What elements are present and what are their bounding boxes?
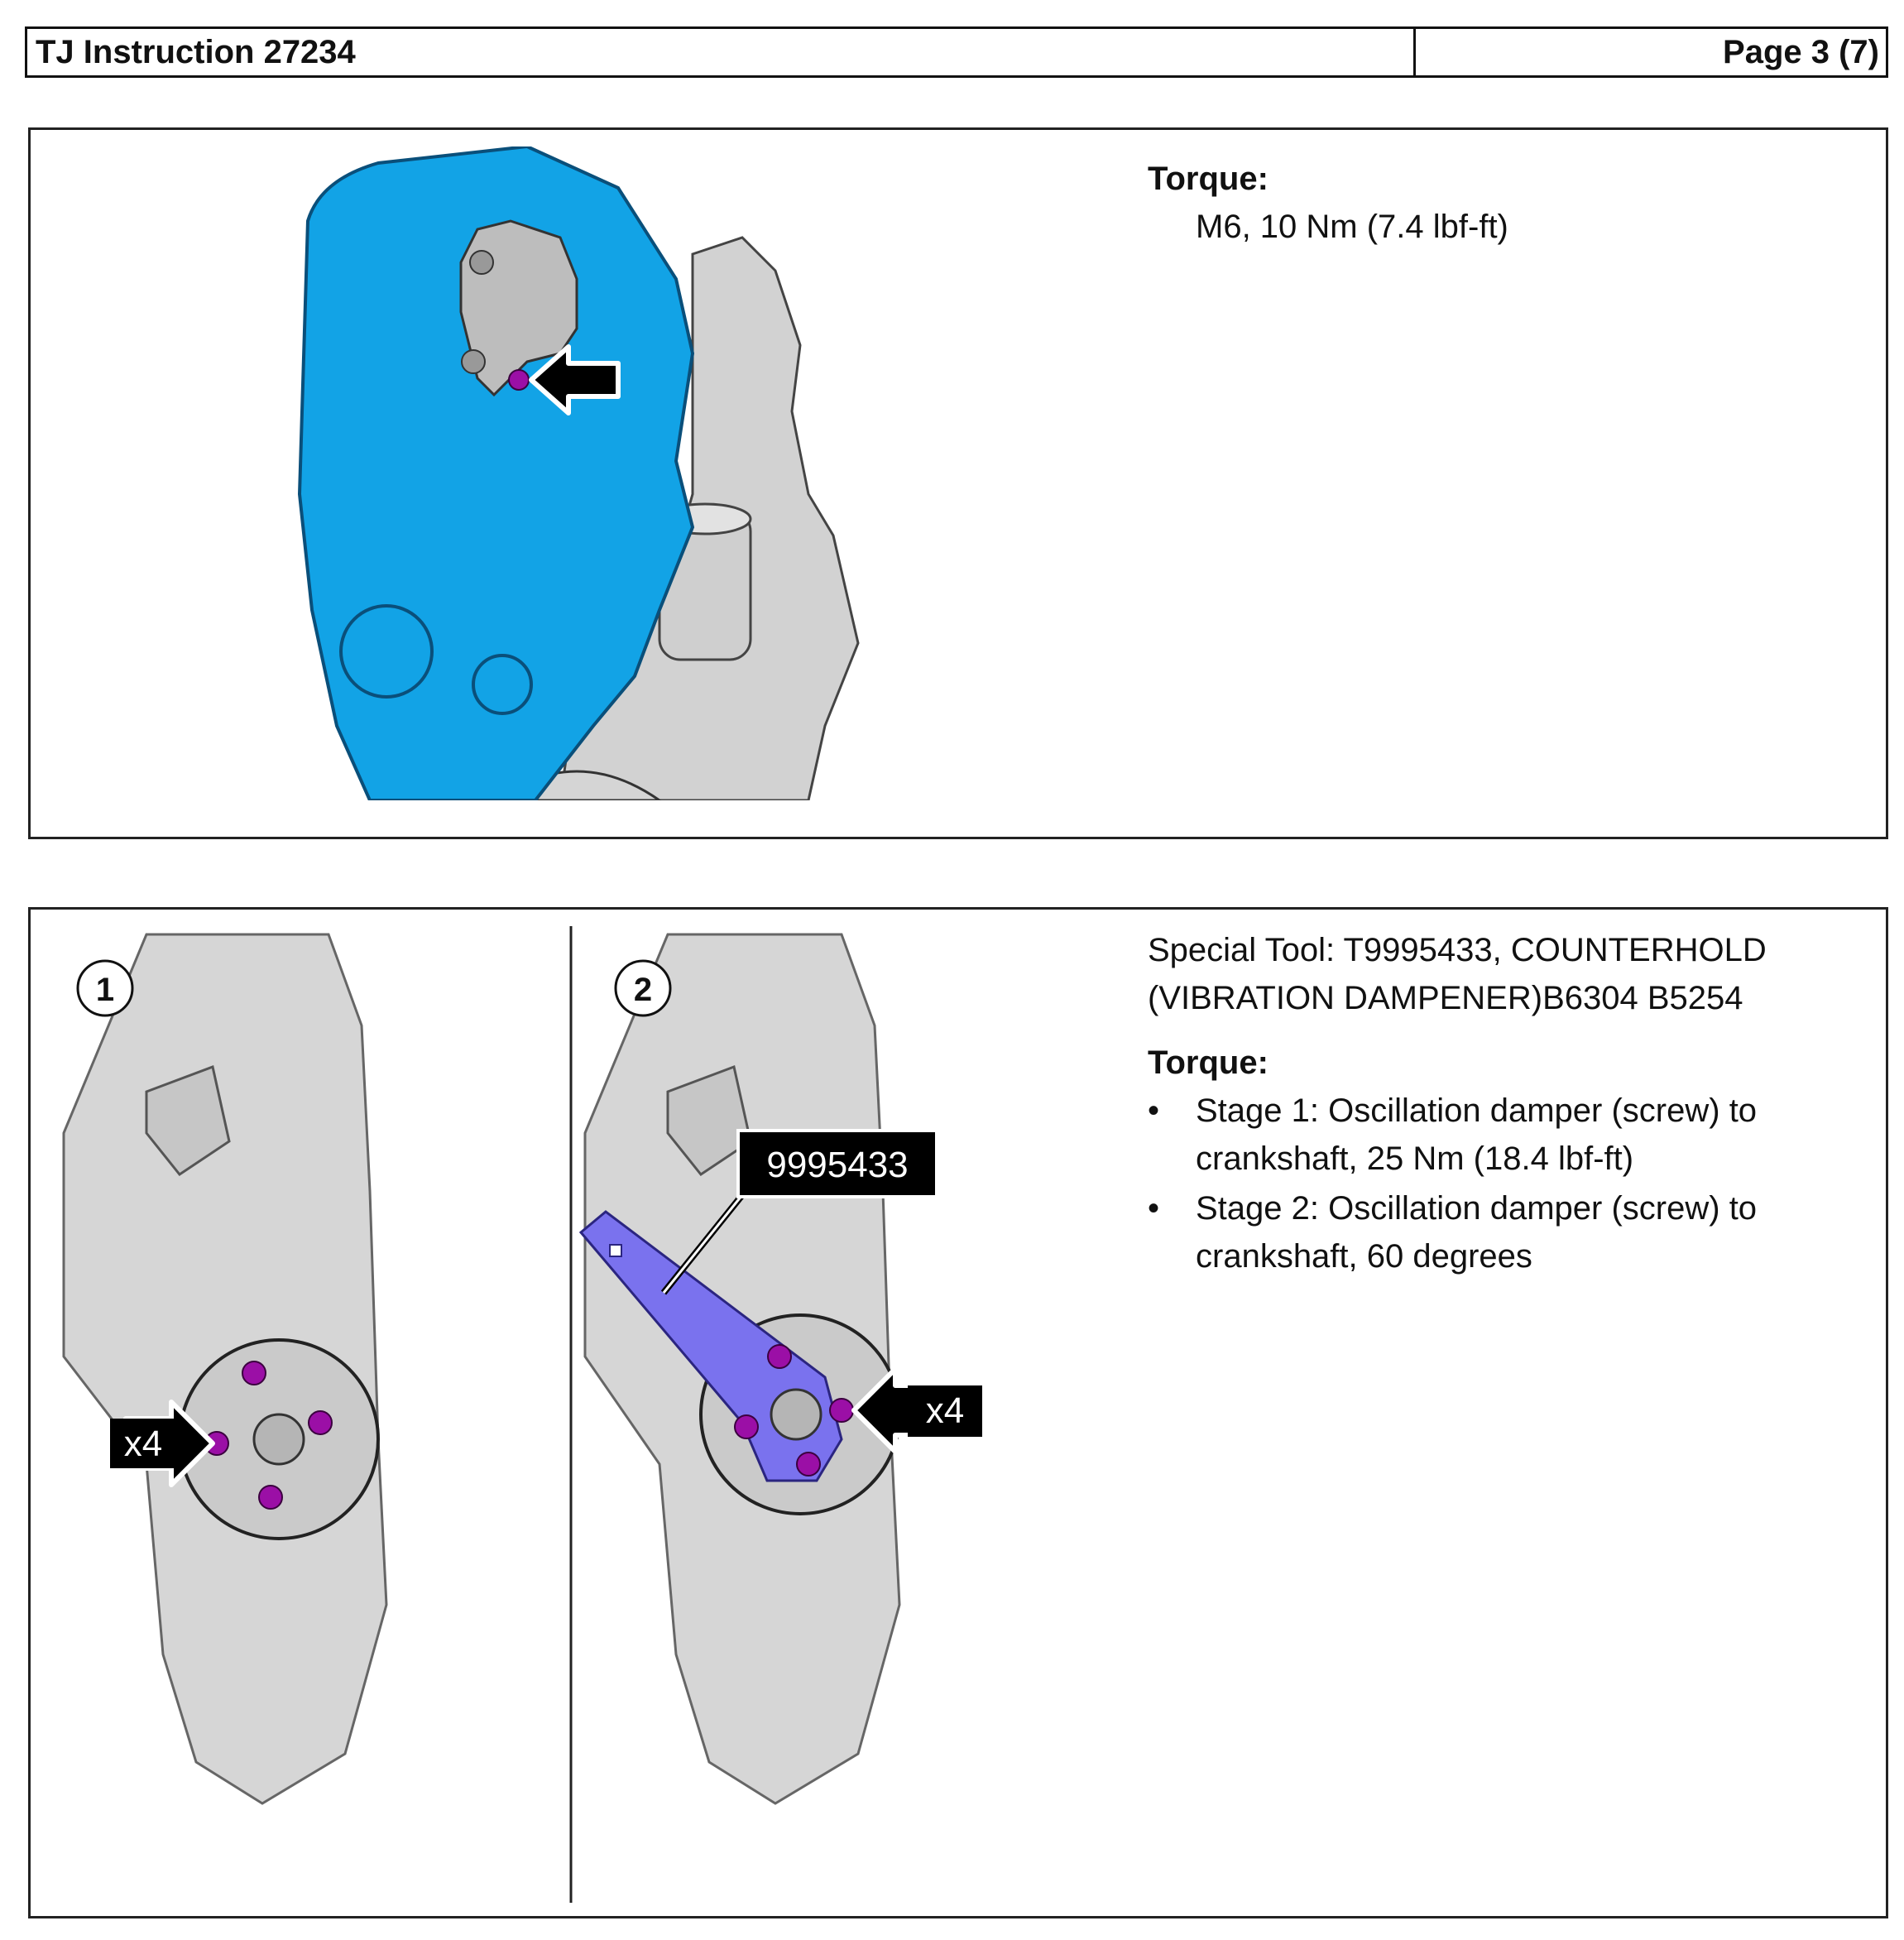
torque-stage-item: • Stage 1: Oscillation damper (screw) to … (1148, 1087, 1859, 1183)
torque-stage-item: • Stage 2: Oscillation damper (screw) to … (1148, 1184, 1859, 1280)
timing-cover-illustration (297, 146, 860, 800)
arrow-left-icon (529, 344, 621, 415)
count-badge-left (110, 1419, 176, 1468)
damper-bolt (242, 1361, 266, 1385)
count-badge-right (908, 1385, 982, 1437)
torque-value: M6, 10 Nm (7.4 lbf-ft) (1196, 209, 1508, 245)
count-label-right: x4 (926, 1390, 964, 1431)
engine-view-step-1 (62, 933, 388, 1805)
step-label-1: 1 (96, 972, 114, 1008)
damper-bolt (829, 1398, 854, 1423)
special-tool-text: Special Tool: T9995433, COUNTERHOLD (VIB… (1148, 932, 1767, 1016)
step-panel-timing-cover: Torque: M6, 10 Nm (7.4 lbf-ft) (28, 127, 1888, 839)
vibration-damper-illustration: x4 1 9995433 x4 (62, 926, 982, 1903)
damper-bolt (308, 1410, 333, 1435)
step-panel-vibration-damper: x4 1 9995433 x4 (28, 907, 1888, 1918)
torque-stage-text: Stage 1: Oscillation damper (screw) to c… (1196, 1092, 1758, 1177)
engine-view-step-2 (578, 933, 901, 1805)
torque-heading: Torque: (1148, 1044, 1269, 1081)
procedure-text-block: Special Tool: T9995433, COUNTERHOLD (VIB… (1148, 926, 1859, 1282)
timing-cover (297, 146, 695, 800)
document-header: TJ Instruction 27234 Page 3 (7) (25, 26, 1888, 78)
damper-bolt (767, 1344, 792, 1369)
bullet-icon: • (1148, 1190, 1160, 1227)
damper-bolt (796, 1452, 821, 1477)
cover-bolt (508, 369, 530, 391)
step-badge-1 (76, 959, 134, 1017)
count-label-left: x4 (124, 1424, 162, 1464)
document-title: TJ Instruction 27234 (27, 29, 1416, 75)
damper-bolt (258, 1485, 283, 1510)
torque-spec-block: Torque: M6, 10 Nm (7.4 lbf-ft) (1148, 155, 1843, 251)
tool-number: 9995433 (766, 1145, 908, 1185)
step-badge-2 (614, 959, 672, 1017)
bullet-icon: • (1148, 1092, 1160, 1129)
page-number: Page 3 (7) (1723, 33, 1879, 70)
torque-heading: Torque: (1148, 161, 1269, 197)
damper-bolt (734, 1414, 759, 1439)
tool-number-badge (736, 1129, 938, 1198)
torque-stage-list: • Stage 1: Oscillation damper (screw) to … (1148, 1087, 1859, 1280)
torque-stage-text: Stage 2: Oscillation damper (screw) to c… (1196, 1190, 1758, 1275)
step-label-2: 2 (634, 972, 652, 1008)
